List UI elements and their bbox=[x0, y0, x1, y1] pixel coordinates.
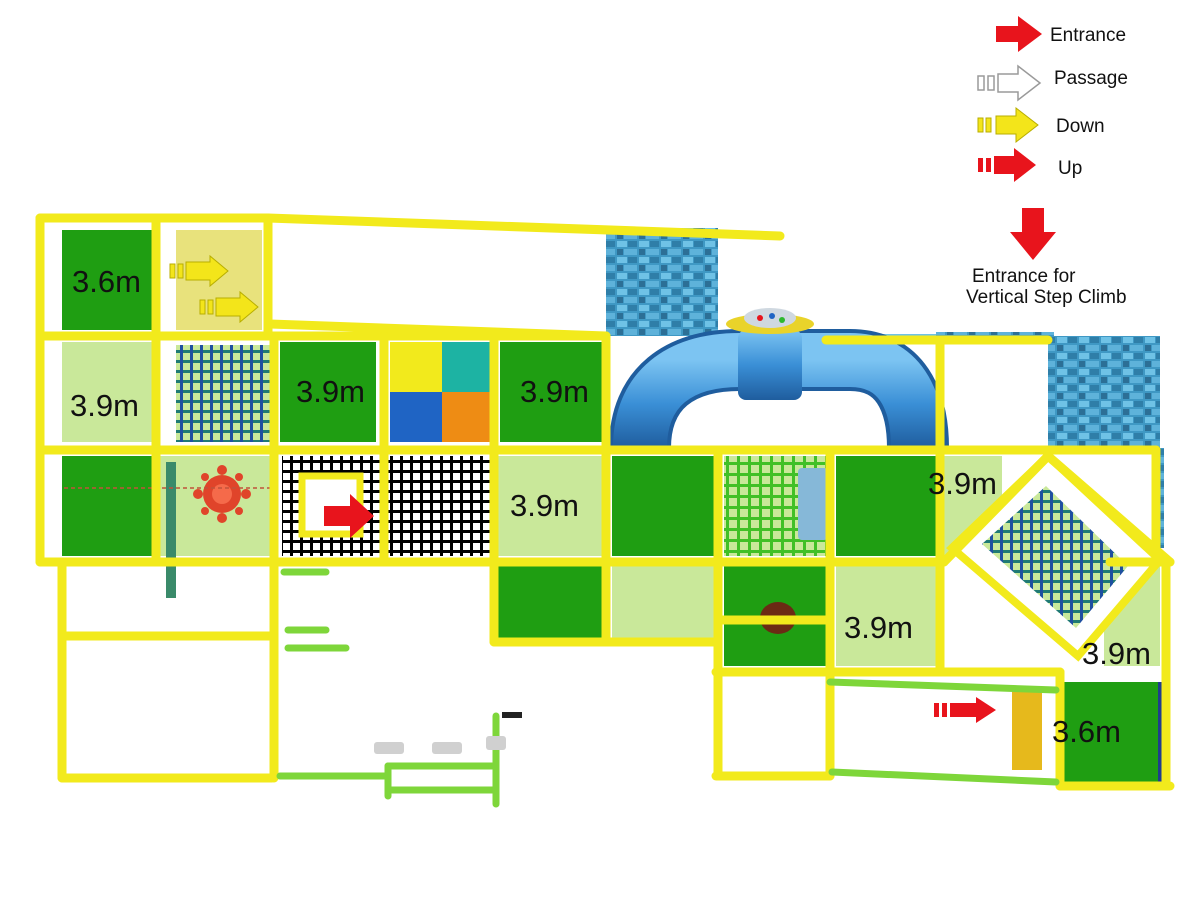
legend-vertical-entrance-line1: Entrance for bbox=[972, 266, 1076, 287]
legend-vertical-entrance-line2: Vertical Step Climb bbox=[966, 287, 1127, 308]
pipe-joints bbox=[374, 712, 522, 754]
deck-row2-left bbox=[62, 456, 154, 556]
deck-row1-left bbox=[62, 342, 154, 442]
legend-passage-label: Passage bbox=[1054, 68, 1128, 89]
net-row1-second bbox=[176, 345, 274, 442]
height-labels: 3.6m 3.9m 3.9m 3.9m 3.9m 3.9m 3.9m 3.9m … bbox=[70, 264, 1151, 749]
soft-block-teal bbox=[442, 342, 492, 392]
height-label: 3.9m bbox=[844, 610, 913, 645]
down-arrow-icon bbox=[977, 106, 1039, 144]
soft-block-blue bbox=[390, 392, 442, 442]
passage-arrow-icon bbox=[977, 64, 1042, 102]
striped-rope-ladder bbox=[166, 462, 176, 598]
spinner-panel-icon bbox=[193, 465, 251, 523]
legend-entrance-label: Entrance bbox=[1050, 25, 1126, 46]
legend-entrance: Entrance bbox=[996, 16, 1126, 52]
soft-block-orange bbox=[442, 392, 492, 442]
deck-row2-eighth bbox=[836, 456, 938, 556]
legend-down-label: Down bbox=[1056, 116, 1105, 137]
legend-up: Up bbox=[978, 148, 1082, 182]
black-net-right bbox=[388, 456, 492, 556]
entrance-arrow-icon bbox=[996, 16, 1042, 52]
height-label: 3.9m bbox=[928, 466, 997, 501]
deck-lower-second bbox=[612, 566, 718, 638]
legend-vertical-entrance: Entrance for Vertical Step Climb bbox=[966, 208, 1127, 308]
up-arrow-icon bbox=[978, 148, 1036, 182]
down-arrow-icon-2 bbox=[199, 290, 259, 324]
green-pipes bbox=[276, 568, 1060, 808]
height-label: 3.9m bbox=[520, 374, 589, 409]
deck-row1-third bbox=[280, 342, 376, 442]
deck-lower-center bbox=[836, 566, 938, 666]
height-label: 3.9m bbox=[296, 374, 365, 409]
soft-block-yellow bbox=[390, 342, 442, 392]
up-arrow-icon bbox=[934, 697, 996, 723]
deck-lower-left bbox=[498, 566, 608, 638]
height-label: 3.9m bbox=[510, 488, 579, 523]
deck-row2-sixth bbox=[612, 456, 718, 556]
slide-chute bbox=[1012, 690, 1042, 770]
deck-row1-fifth bbox=[500, 342, 604, 442]
legend-down: Down bbox=[977, 106, 1105, 144]
deck-row2-center bbox=[498, 456, 608, 556]
height-label: 3.9m bbox=[1082, 636, 1151, 671]
height-label: 3.6m bbox=[72, 264, 141, 299]
deck-top-left bbox=[62, 230, 154, 330]
height-label: 3.9m bbox=[70, 388, 139, 423]
legend-up-label: Up bbox=[1058, 158, 1082, 179]
stone-wall-top bbox=[606, 228, 718, 336]
entrance-down-arrow-icon bbox=[1010, 208, 1056, 260]
legend: Entrance Passage Down Up bbox=[966, 16, 1128, 308]
deck-bottom-right bbox=[1062, 682, 1158, 782]
height-label: 3.6m bbox=[1052, 714, 1121, 749]
panel-artwork bbox=[798, 468, 828, 540]
deck-bottom-right-edge bbox=[1158, 682, 1164, 782]
yellow-frame bbox=[35, 213, 1175, 791]
tube-slide bbox=[609, 308, 949, 450]
stone-wall-right-top bbox=[1048, 336, 1160, 448]
legend-passage: Passage bbox=[977, 64, 1128, 102]
entrance-arrow-icon bbox=[324, 494, 374, 538]
down-arrow-icon bbox=[169, 254, 229, 288]
interior-props bbox=[64, 462, 828, 634]
